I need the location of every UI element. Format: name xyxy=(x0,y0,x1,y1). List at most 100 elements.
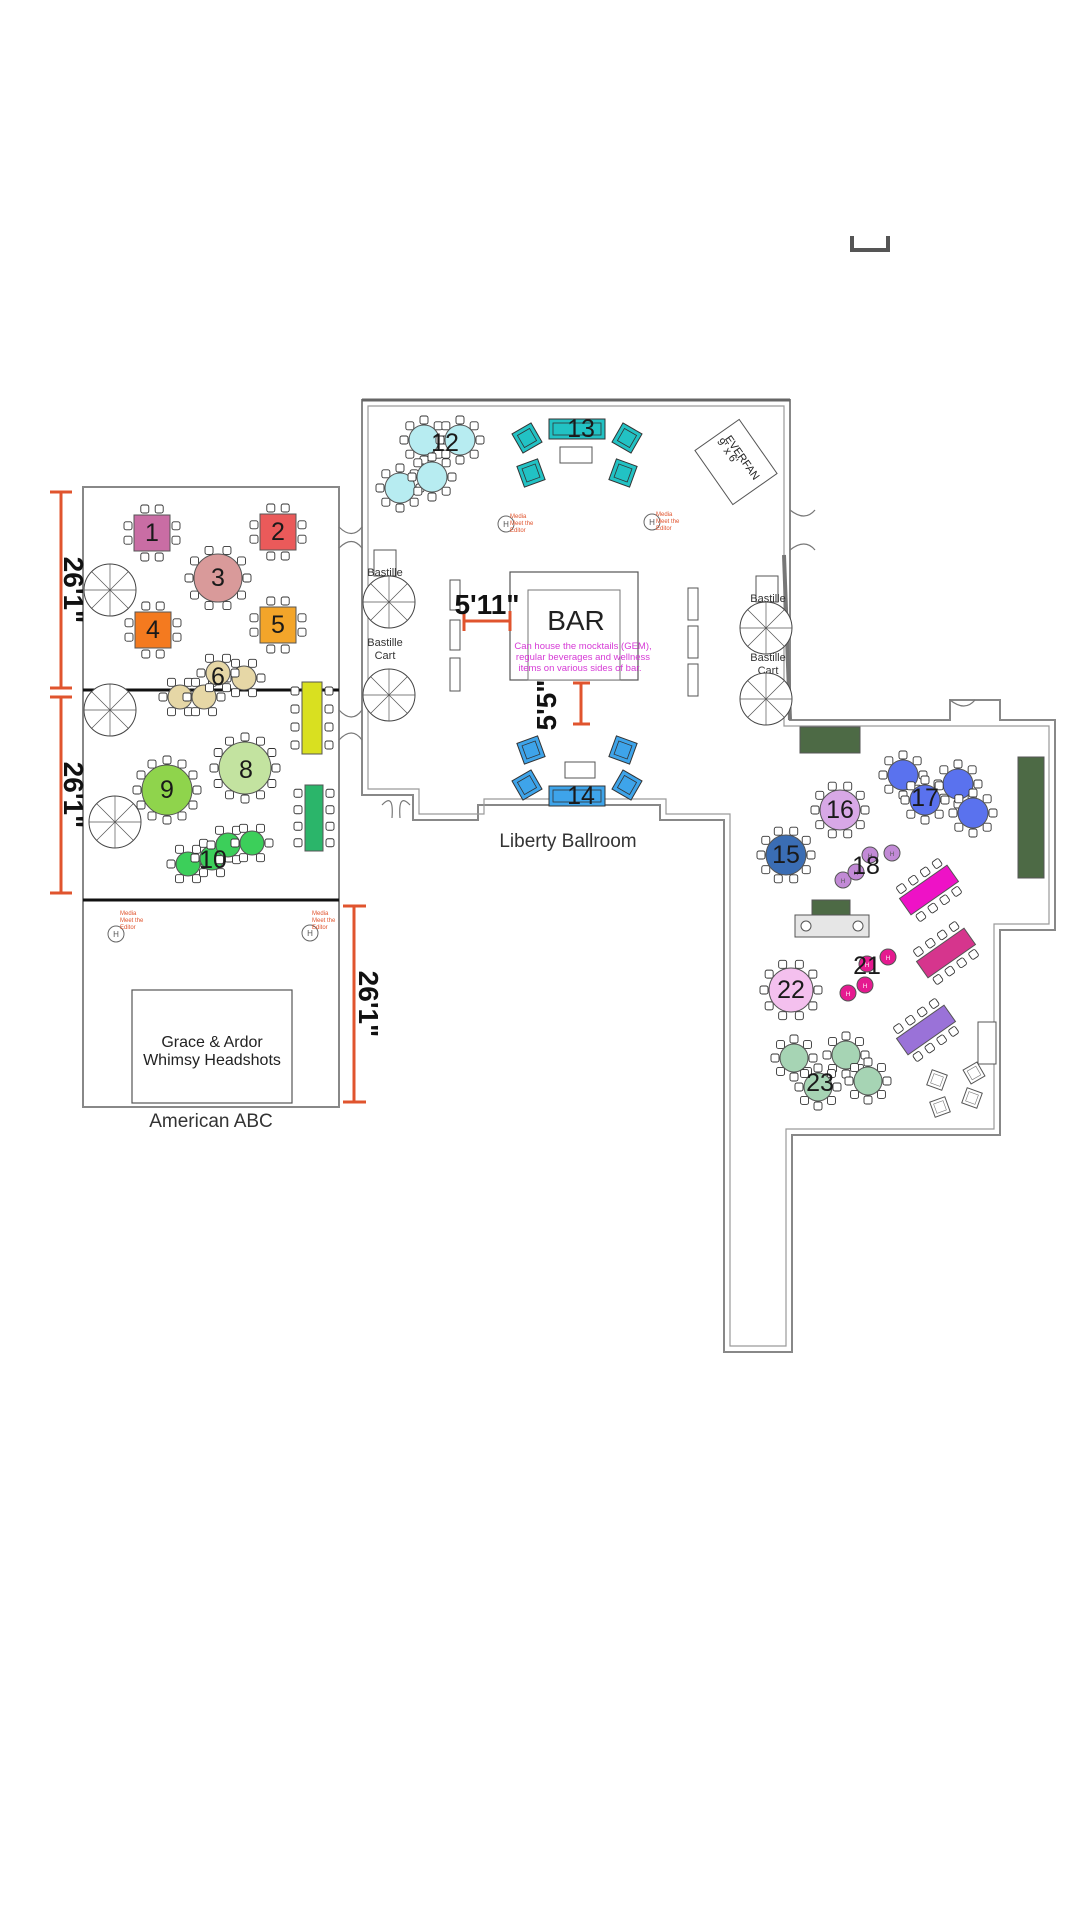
table-13: 13 xyxy=(511,415,643,488)
bastille-cart-right-1: Bastille xyxy=(750,652,785,664)
dimension-bar-width: 5'11" xyxy=(454,589,520,631)
svg-text:H: H xyxy=(890,852,894,858)
table-number: 1 xyxy=(145,519,159,547)
dimension-left-lower: 26'1" xyxy=(50,695,89,895)
bastille-cart-left-1: Bastille xyxy=(367,637,402,649)
table-top xyxy=(915,927,977,979)
table-11: 11 xyxy=(293,784,335,852)
table-number: 10 xyxy=(199,846,227,874)
svg-text:H: H xyxy=(649,518,655,527)
table-19: 19 xyxy=(896,858,962,922)
lounge-chair xyxy=(962,1061,986,1085)
table-top xyxy=(259,606,297,644)
bar-station: BAR Can house the mocktails (GEM), regul… xyxy=(509,571,652,681)
table-number: 23 xyxy=(806,1069,834,1097)
dimension-label: 26'1" xyxy=(58,762,89,829)
table-top xyxy=(193,553,243,603)
table-top xyxy=(819,789,861,831)
table-7: 7 xyxy=(290,681,334,755)
dimension-label: 26'1" xyxy=(58,557,89,624)
dimension-label: 5'5" xyxy=(531,679,562,730)
umbrellas xyxy=(83,563,793,849)
svg-text:H: H xyxy=(846,992,850,998)
table-top xyxy=(768,967,814,1013)
bar-note-line-1: Can house the mocktails (GEM), xyxy=(514,641,651,652)
table-top xyxy=(765,834,807,876)
svg-text:H: H xyxy=(868,854,872,860)
svg-text:H: H xyxy=(503,520,509,529)
umbrella-icon xyxy=(83,683,137,737)
table-number: 2 xyxy=(271,518,285,546)
table-20: 20 xyxy=(913,921,979,985)
wall-bracket-icon xyxy=(850,236,890,252)
svg-text:H: H xyxy=(865,963,869,969)
svg-text:Media: Media xyxy=(510,514,527,520)
table-number: 8 xyxy=(239,756,253,784)
umbrella-icon xyxy=(88,795,142,849)
table-number: 18 xyxy=(852,852,880,880)
headshots-line-2: Whimsy Headshots xyxy=(143,1052,281,1069)
room-label-liberty: Liberty Ballroom xyxy=(499,831,636,852)
svg-text:Editor: Editor xyxy=(312,925,328,931)
table-top xyxy=(134,611,172,649)
table-10: 10 xyxy=(166,823,274,884)
table-15: 15 xyxy=(756,826,816,884)
svg-text:Editor: Editor xyxy=(656,526,672,532)
dimension-bar-depth: 5'5" xyxy=(531,679,590,731)
umbrella-icon xyxy=(83,563,137,617)
svg-text:Media: Media xyxy=(312,911,329,917)
table-22: 22 xyxy=(759,959,823,1021)
svg-text:H: H xyxy=(863,984,867,990)
dimension-label: 5'11" xyxy=(454,589,519,620)
umbrella-icon xyxy=(739,601,793,655)
table-number: 16 xyxy=(826,796,854,824)
svg-text:Media: Media xyxy=(120,911,137,917)
table-number: 4 xyxy=(146,616,160,644)
table-number: 6 xyxy=(211,663,225,691)
svg-text:H: H xyxy=(113,930,119,939)
svg-text:H: H xyxy=(854,871,858,877)
svg-text:Meet the: Meet the xyxy=(312,918,336,924)
tables: 1234567891011121314151617HHHH181920HHHH2… xyxy=(123,415,998,1118)
door-swings xyxy=(338,509,976,819)
table-number: 5 xyxy=(271,611,285,639)
table-number: 21 xyxy=(853,952,881,980)
table-number: 22 xyxy=(777,976,805,1004)
bastille-cart-left-2: Cart xyxy=(375,650,396,662)
dimension-left-upper: 26'1" xyxy=(50,490,89,690)
table-14: 14 xyxy=(511,735,643,810)
table-4: 4 xyxy=(124,601,182,659)
table-17: 17 xyxy=(878,750,998,838)
table-top xyxy=(133,514,171,552)
svg-text:H: H xyxy=(841,879,845,885)
table-top xyxy=(218,741,272,795)
table-5: 5 xyxy=(249,596,307,654)
room-label-american: American ABC xyxy=(149,1111,273,1132)
svg-text:Editor: Editor xyxy=(120,925,136,931)
everfan-booth: EVERFAN 9' x 6' xyxy=(694,418,778,506)
lounge-chair xyxy=(929,1096,951,1118)
table-23: 23 xyxy=(770,1031,892,1111)
umbrella-icon xyxy=(362,668,416,722)
table-8: 8 xyxy=(209,732,281,804)
svg-text:H: H xyxy=(886,956,890,962)
table-number: 3 xyxy=(211,564,225,592)
table-16: 16 xyxy=(810,781,870,839)
table-top xyxy=(301,681,323,755)
svg-text:Meet the: Meet the xyxy=(656,519,680,525)
bar-note-line-2: regular beverages and wellness xyxy=(516,652,650,663)
table-3: 3 xyxy=(184,545,252,611)
table-number: 14 xyxy=(567,782,595,810)
svg-text:H: H xyxy=(307,929,313,938)
svg-text:Media: Media xyxy=(656,512,673,518)
lounge-chair xyxy=(961,1087,983,1109)
table-9: 9 xyxy=(132,755,202,825)
dimension-right: 26'1" xyxy=(343,904,384,1104)
table-number: 12 xyxy=(431,429,459,457)
table-1: 1 xyxy=(123,504,181,562)
bastille-right: Bastille xyxy=(750,593,785,605)
svg-text:Meet the: Meet the xyxy=(510,521,534,527)
